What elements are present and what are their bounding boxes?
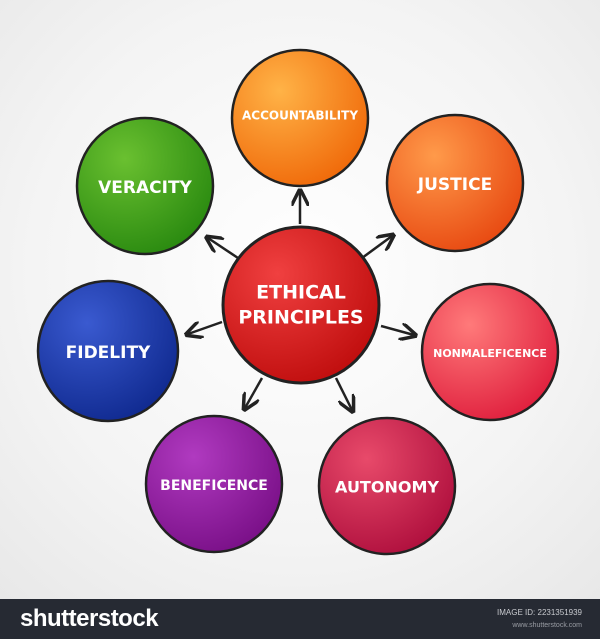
arrow-beneficence bbox=[245, 377, 264, 408]
arrow-autonomy bbox=[334, 377, 352, 410]
node-label: VERACITY bbox=[98, 178, 192, 198]
node-autonomy: AUTONOMY bbox=[317, 416, 457, 556]
node-label: JUSTICE bbox=[417, 175, 492, 195]
node-justice: JUSTICE bbox=[385, 113, 525, 253]
node-beneficence: BENEFICENCE bbox=[144, 414, 284, 554]
node-label: FIDELITY bbox=[66, 343, 151, 363]
center-node: ETHICAL PRINCIPLES bbox=[221, 225, 381, 385]
mind-map: ACCOUNTABILITY JUSTICE NONMALEFICENCE AU… bbox=[36, 48, 560, 556]
node-accountability: ACCOUNTABILITY bbox=[230, 48, 370, 188]
arrows bbox=[188, 192, 414, 410]
node-nonmaleficence: NONMALEFICENCE bbox=[420, 282, 560, 422]
image-id: IMAGE ID: 2231351939 bbox=[497, 608, 582, 617]
brand-logo: shutterstock bbox=[20, 605, 159, 632]
site-url: www.shutterstock.com bbox=[512, 622, 582, 629]
center-label-line2: PRINCIPLES bbox=[238, 307, 363, 329]
node-label: AUTONOMY bbox=[335, 478, 439, 497]
arrow-fidelity bbox=[188, 320, 223, 334]
node-label: ACCOUNTABILITY bbox=[242, 109, 358, 123]
node-veracity: VERACITY bbox=[75, 116, 215, 256]
arrow-veracity bbox=[208, 238, 239, 260]
node-fidelity: FIDELITY bbox=[36, 279, 180, 423]
node-label: NONMALEFICENCE bbox=[433, 347, 547, 360]
center-label-line1: ETHICAL bbox=[256, 282, 346, 304]
arrow-justice bbox=[361, 236, 392, 260]
diagram-canvas: ACCOUNTABILITY JUSTICE NONMALEFICENCE AU… bbox=[0, 0, 600, 599]
node-label: BENEFICENCE bbox=[160, 478, 268, 494]
arrow-nonmaleficence bbox=[380, 326, 414, 335]
footer-bar: shutterstock IMAGE ID: 2231351939 www.sh… bbox=[0, 599, 600, 639]
